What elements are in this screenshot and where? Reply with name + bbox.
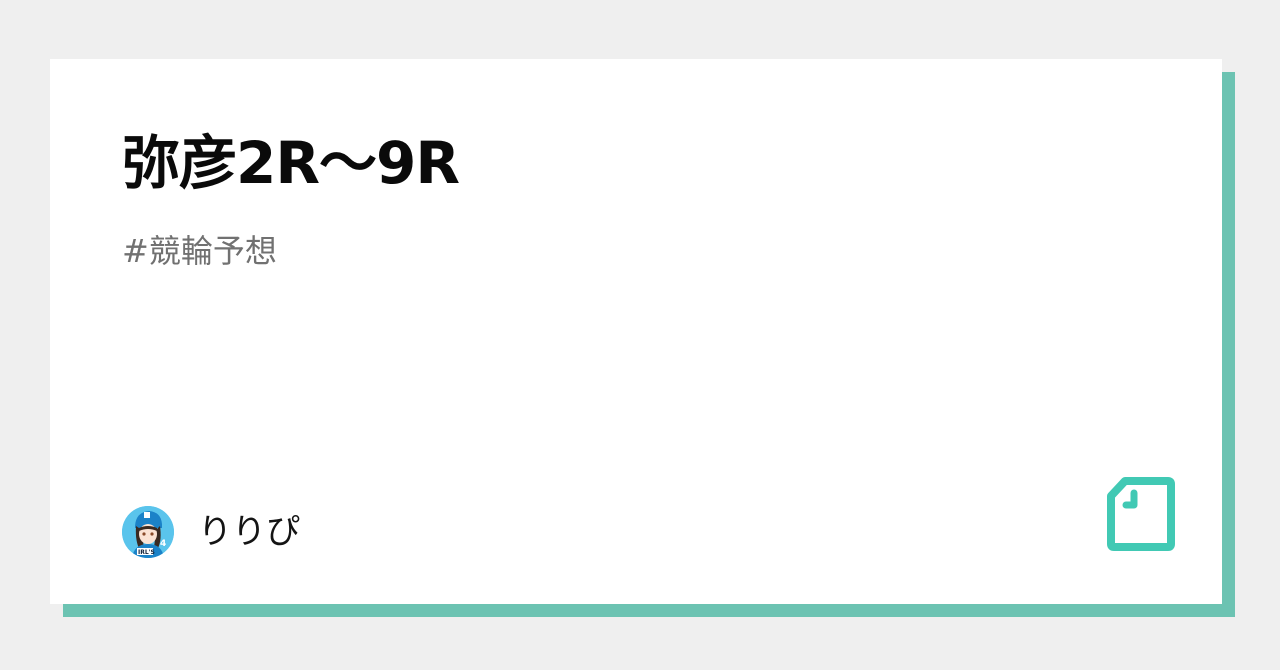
article-hashtag[interactable]: #競輪予想 [122,232,277,270]
svg-text:4: 4 [160,539,166,549]
author-block[interactable]: IRL'S 4 りりぴ [122,506,300,558]
avatar-illustration-icon: IRL'S 4 [122,506,174,558]
article-title: 弥彦2R〜9R [122,129,460,197]
article-card[interactable]: 弥彦2R〜9R #競輪予想 IRL'S 4 [50,59,1222,604]
note-document-icon[interactable] [1107,476,1175,552]
avatar[interactable]: IRL'S 4 [122,506,174,558]
author-name[interactable]: りりぴ [198,512,300,552]
svg-text:IRL'S: IRL'S [138,549,155,556]
